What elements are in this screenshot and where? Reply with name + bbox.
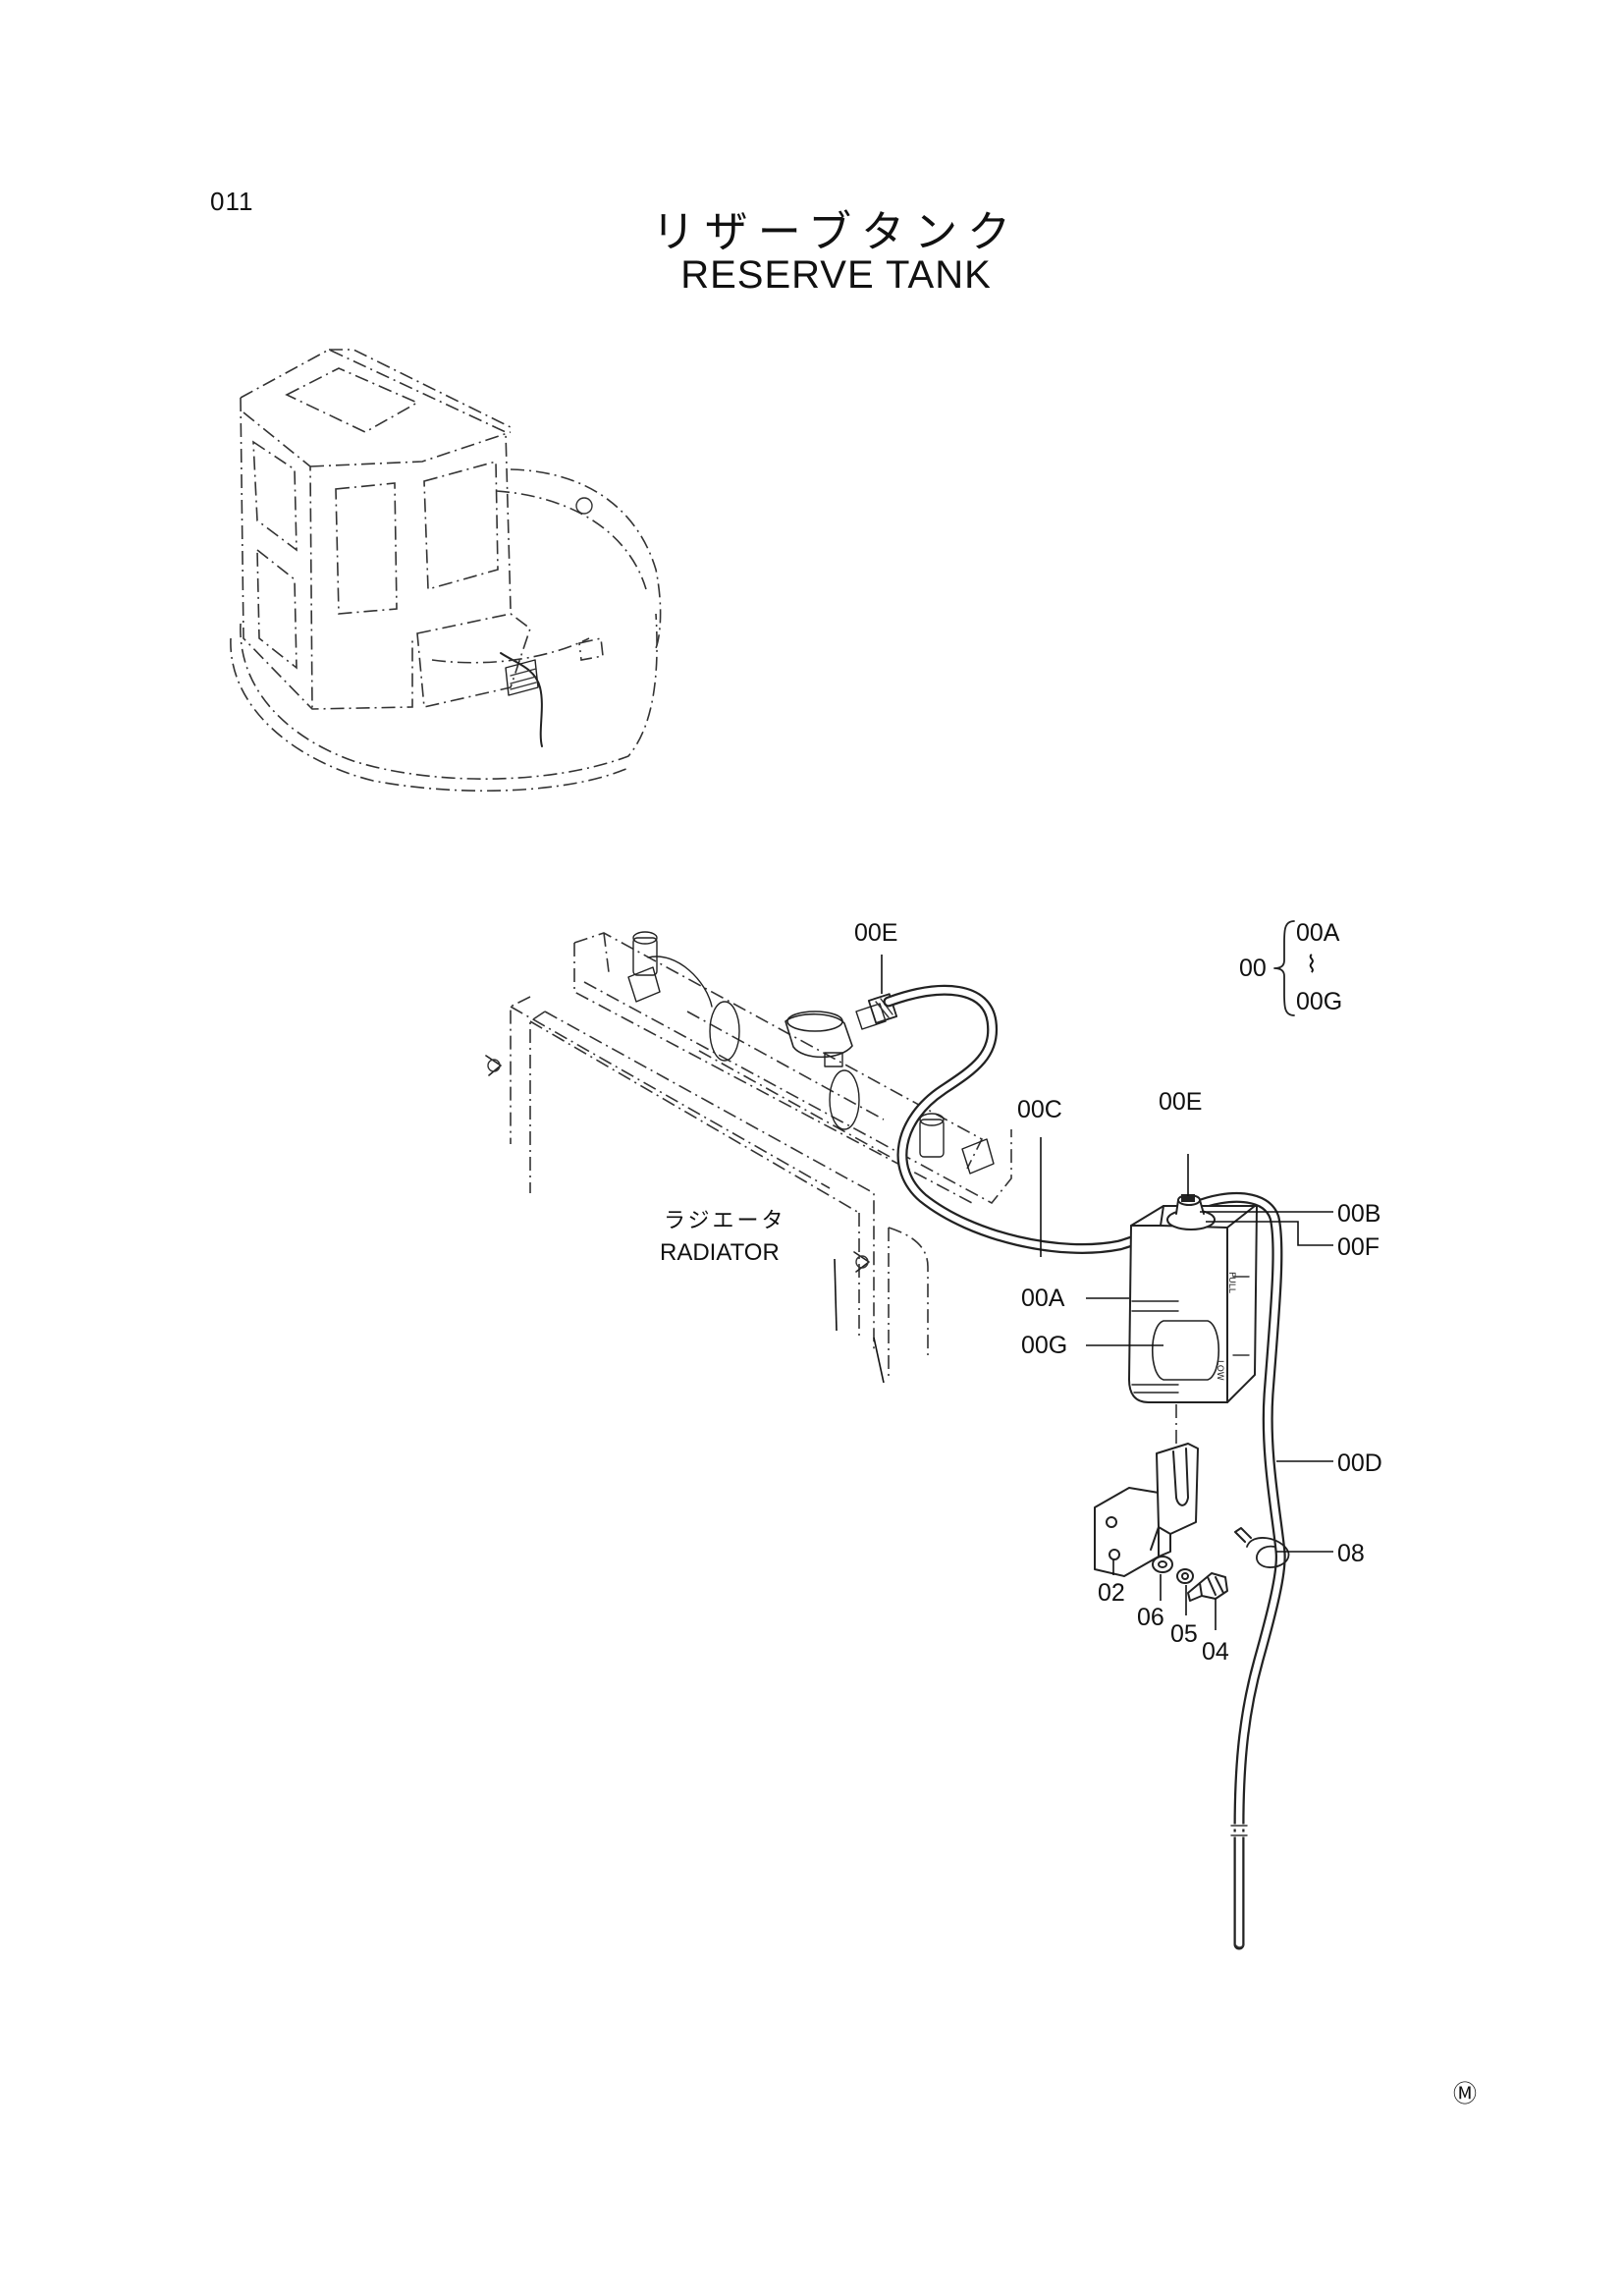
page-title-japanese: リザーブタンク xyxy=(651,207,1021,257)
callout-00e-tank: 00E xyxy=(1159,1088,1202,1116)
overflow-hose xyxy=(883,984,1189,1254)
group-parent-label: 00 xyxy=(1239,955,1267,982)
callout-05: 05 xyxy=(1170,1620,1198,1648)
excavator-overview-illustration xyxy=(230,349,662,793)
drain-hose xyxy=(1190,1191,1286,1950)
group-last-label: 00G xyxy=(1296,988,1342,1015)
bracket-illustration xyxy=(1094,1443,1290,1602)
tank-low-mark: LOW xyxy=(1215,1360,1224,1381)
callout-00f: 00F xyxy=(1337,1233,1380,1261)
callout-04: 04 xyxy=(1202,1638,1229,1666)
part-group-brace: 00 00A ⌇ 00G xyxy=(1239,919,1342,1016)
callout-00c: 00C xyxy=(1017,1096,1062,1123)
tank-full-mark: FULL xyxy=(1226,1272,1236,1293)
group-range-mark: ⌇ xyxy=(1306,951,1318,978)
callout-00e-hose-end: 00E xyxy=(854,919,897,947)
radiator-label-english: RADIATOR xyxy=(660,1239,780,1266)
callout-08: 08 xyxy=(1337,1540,1365,1567)
callout-00d: 00D xyxy=(1337,1449,1382,1477)
callout-00b: 00B xyxy=(1337,1200,1380,1228)
callout-02: 02 xyxy=(1098,1579,1125,1607)
group-first-label: 00A xyxy=(1296,919,1340,947)
callout-00g: 00G xyxy=(1021,1332,1067,1359)
page-title-english: RESERVE TANK xyxy=(680,253,992,297)
reserve-tank-illustration: FULL LOW xyxy=(1128,1194,1258,1444)
radiator-illustration xyxy=(485,931,1012,1380)
radiator-label-japanese: ラジエータ xyxy=(664,1209,786,1233)
callout-06: 06 xyxy=(1137,1604,1164,1631)
callout-00a: 00A xyxy=(1021,1285,1065,1312)
page-number: 011 xyxy=(210,187,254,216)
footer-mark: Ⓜ xyxy=(1453,2080,1477,2107)
leader-lines xyxy=(834,955,1333,1630)
